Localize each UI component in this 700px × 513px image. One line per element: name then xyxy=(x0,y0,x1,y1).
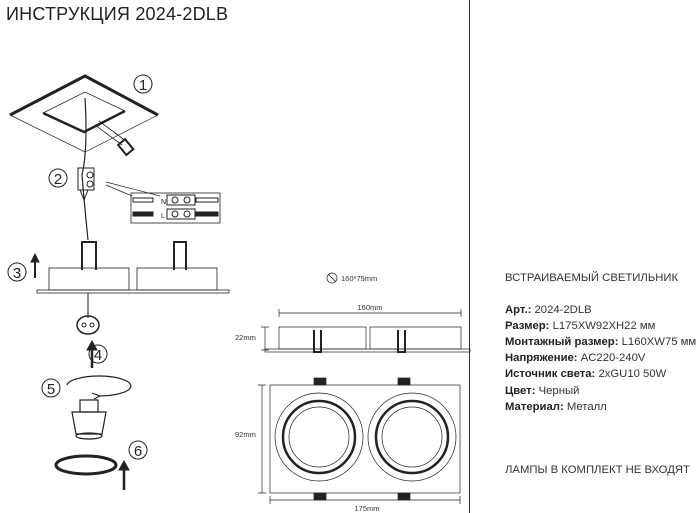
step-2-label: 2 xyxy=(54,171,62,188)
spec-label: Источник света: xyxy=(505,368,596,380)
gu10-lamp-drawing xyxy=(66,375,132,440)
spec-voltage: Напряжение: AC220-240V xyxy=(505,352,645,364)
ceiling-cutout-drawing xyxy=(9,74,159,241)
spec-light-source: Источник света: 2xGU10 50W xyxy=(505,368,666,380)
lampholder-drawing xyxy=(76,315,100,368)
spec-value: 2xGU10 50W xyxy=(598,368,667,380)
step-5-label: 5 xyxy=(47,381,55,398)
neutral-label: N xyxy=(161,199,166,206)
vertical-divider xyxy=(469,0,470,513)
spec-value: Черный xyxy=(538,385,580,397)
spec-mounting-size: Монтажный размер: L160XW75 мм xyxy=(505,336,696,348)
cutout-icon xyxy=(326,272,338,284)
spec-label: Монтажный размер: xyxy=(505,336,619,348)
spec-label: Напряжение: xyxy=(505,352,578,364)
spec-value: Металл xyxy=(566,401,607,413)
depth-label: 92mm xyxy=(235,430,256,439)
length-label: 175mm xyxy=(354,504,379,513)
step-3-label: 3 xyxy=(13,265,21,282)
spec-size: Размер: L175XW92XH22 мм xyxy=(505,320,655,332)
page-title: ИНСТРУКЦИЯ 2024-2DLB xyxy=(6,4,229,24)
step-4-label: 4 xyxy=(94,347,102,364)
spec-label: Арт.: xyxy=(505,304,532,316)
spec-value: AC220-240V xyxy=(580,352,646,364)
spec-value: L175XW92XH22 мм xyxy=(552,320,656,332)
product-heading: ВСТРАИВАЕМЫЙ СВЕТИЛЬНИК xyxy=(505,272,679,284)
side-view-dimension-drawing xyxy=(261,309,471,353)
spec-label: Размер: xyxy=(505,320,550,332)
height-label: 22mm xyxy=(235,333,256,342)
trim-ring-drawing xyxy=(54,454,130,490)
cutout-size-label: 160*75mm xyxy=(341,274,377,283)
step-6-label: 6 xyxy=(134,443,142,460)
step-1-label: 1 xyxy=(139,77,147,94)
top-view-dimension-drawing xyxy=(258,377,461,504)
spec-label: Материал: xyxy=(505,401,564,413)
spec-value: L160XW75 мм xyxy=(621,336,697,348)
live-label: L xyxy=(161,213,165,220)
spec-material: Материал: Металл xyxy=(505,401,607,413)
fixture-side-drawing xyxy=(30,241,230,318)
lamps-not-included-note: ЛАМПЫ В КОМПЛЕКТ НЕ ВХОДЯТ xyxy=(505,464,690,476)
spec-label: Цвет: xyxy=(505,385,536,397)
step-markers xyxy=(7,74,153,460)
terminal-connector-drawing xyxy=(77,167,221,224)
spec-color: Цвет: Черный xyxy=(505,385,579,397)
spec-value: 2024-2DLB xyxy=(534,304,592,316)
cutout-width-label: 160mm xyxy=(357,303,382,312)
spec-article: Арт.: 2024-2DLB xyxy=(505,304,592,316)
